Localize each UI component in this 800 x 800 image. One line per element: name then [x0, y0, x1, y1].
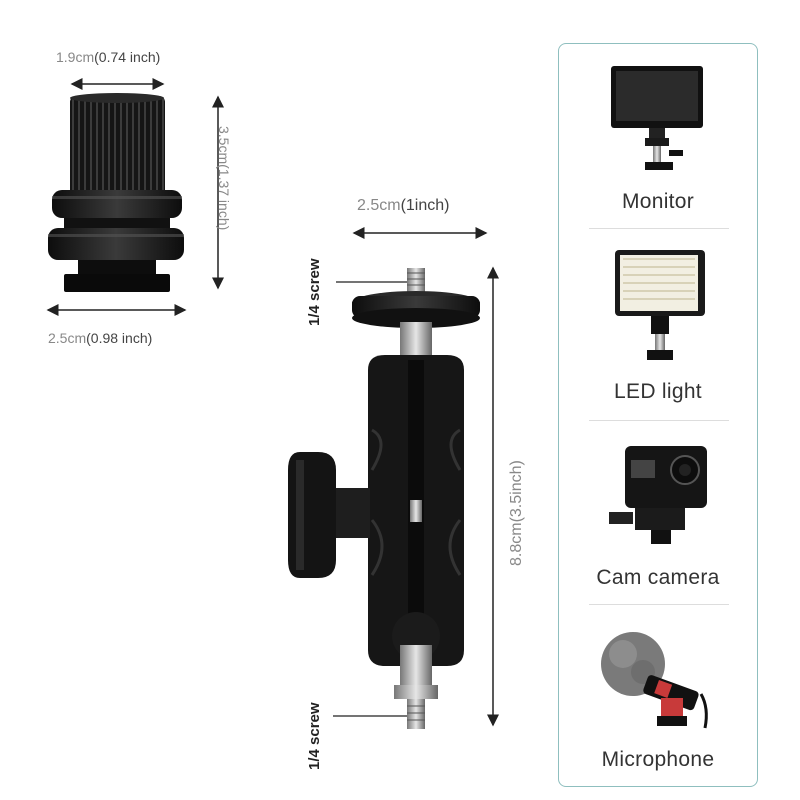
microphone-icon: [601, 632, 708, 729]
magic-arm: [288, 268, 480, 729]
top-screw-label: 1/4 screw: [306, 258, 323, 326]
bottom-screw-label: 1/4 screw: [306, 702, 323, 770]
device-label-microphone: Microphone: [601, 748, 715, 771]
arm-height-label: 8.8cm(3.5inch): [508, 460, 525, 566]
adapter-width-label: 1.9cm(0.74 inch): [56, 49, 161, 65]
monitor-icon: [611, 66, 703, 170]
action-camera-icon: [609, 446, 707, 544]
divider: [589, 420, 729, 421]
adapter-height-label: 3.5cm(1.37 inch): [216, 126, 232, 231]
arm-width-label: 2.5cm(1inch): [357, 197, 450, 214]
divider: [589, 604, 729, 605]
device-label-led-light: LED light: [614, 380, 702, 403]
device-label-cam-camera: Cam camera: [596, 566, 720, 589]
led-light-icon: [615, 250, 705, 360]
divider: [589, 228, 729, 229]
device-label-monitor: Monitor: [621, 190, 695, 213]
shoe-adapter: [48, 93, 184, 292]
compatible-devices-panel: Monitor LED light Cam cam: [558, 43, 758, 787]
adapter-base-label: 2.5cm(0.98 inch): [48, 330, 153, 346]
